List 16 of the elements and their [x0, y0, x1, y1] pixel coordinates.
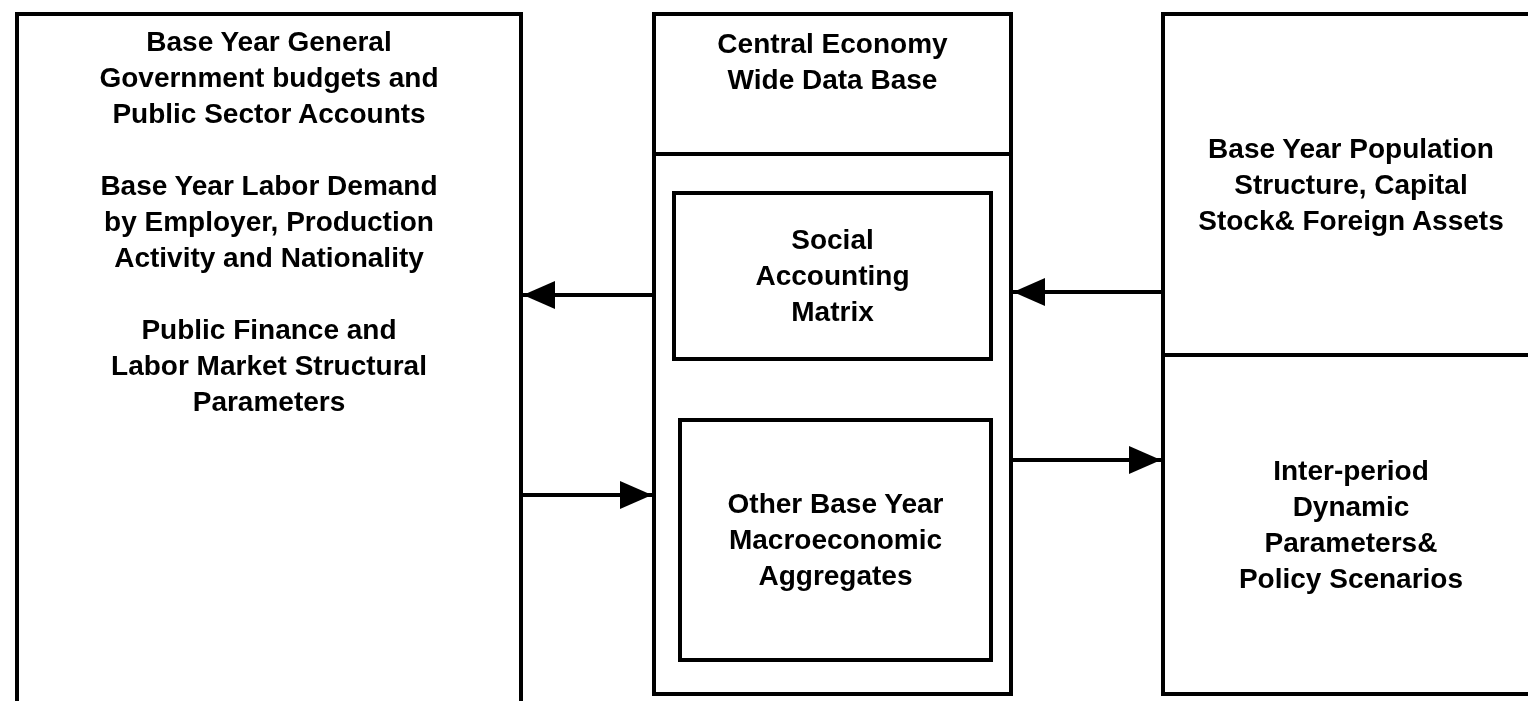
- text-box: [672, 191, 993, 361]
- arrow: [1013, 446, 1161, 474]
- box-text: Inter-period Dynamic Parameters& Policy Scenarios: [1237, 453, 1465, 596]
- box-text: Base Year General Government budgets and Public Sector Accounts: [99, 25, 439, 131]
- arrow: [1013, 278, 1161, 306]
- text-box: [15, 12, 523, 701]
- box-text: Base Year Labor Demand by Employer, Production Activity and Nationality: [99, 169, 439, 275]
- text-box: [652, 12, 1013, 696]
- arrow: [523, 281, 652, 309]
- box-text: Social Accounting Matrix: [754, 223, 911, 329]
- box-text: Public Finance and Labor Market Structural Parameters: [110, 313, 428, 419]
- text-box: [678, 418, 993, 662]
- arrow: [523, 481, 652, 509]
- box-text: Other Base Year Macroeconomic Aggregates: [726, 487, 945, 593]
- box-heading: Central Economy Wide Data Base: [716, 27, 949, 97]
- box-text: Base Year Population Structure, Capital Stock& Foreign Assets: [1197, 131, 1505, 238]
